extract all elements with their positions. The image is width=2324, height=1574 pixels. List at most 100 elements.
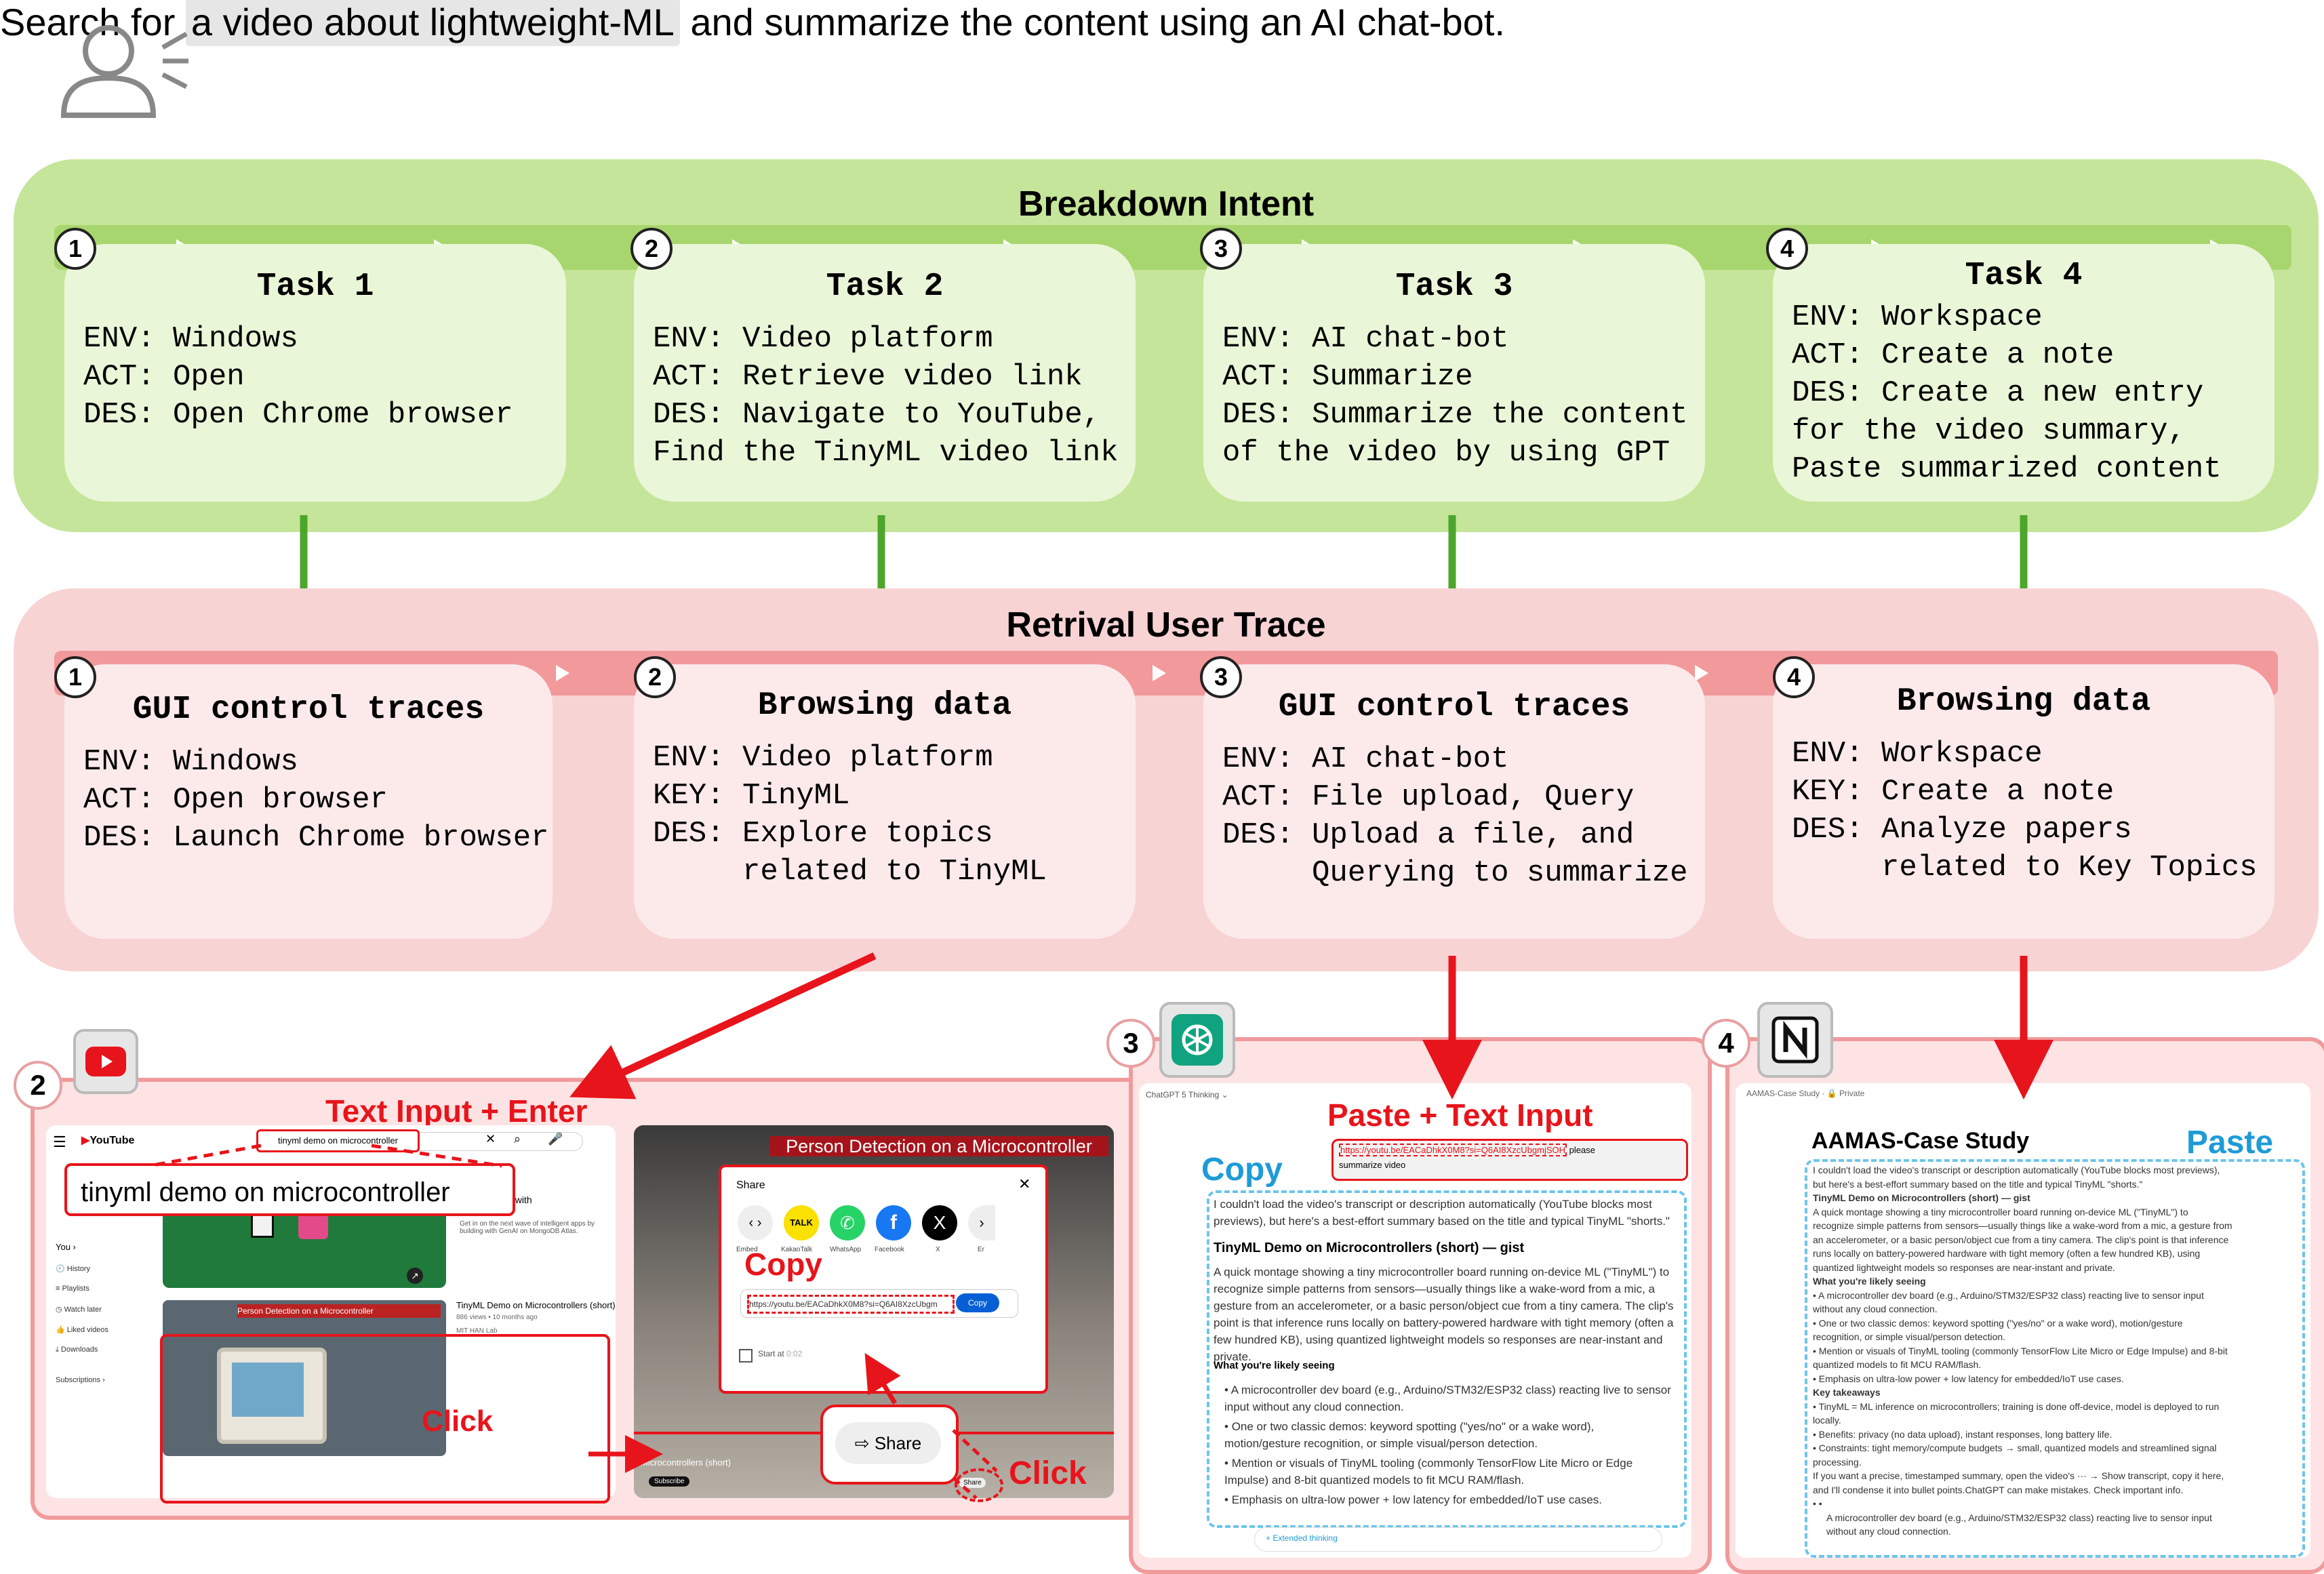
trace-title: GUI control traces: [1278, 689, 1630, 725]
notion-screen: AAMAS-Case Study · 🔒 Private AAMAS-Case …: [1736, 1083, 2310, 1558]
task-number-badge: 2: [630, 228, 673, 270]
sidebar-item-downloads[interactable]: ⤓ Downloads: [56, 1346, 98, 1354]
rail-chevron: [1153, 665, 1166, 681]
task-lines: ENV: AI chat-bot ACT: Summarize DES: Sum…: [1222, 322, 1688, 470]
trace-card: GUI control traces ENV: AI chat-bot ACT:…: [1203, 664, 1705, 939]
trace-title: Browsing data: [757, 687, 1012, 724]
clear-icon[interactable]: ✕: [485, 1132, 496, 1146]
query-text: https://youtu.be/EACaDhkX0M8?si=Q6AI8Xzc…: [1339, 1144, 1595, 1156]
notion-body[interactable]: I couldn't load the video's transcript o…: [1813, 1165, 2232, 1537]
task-number-badge: 1: [54, 228, 96, 270]
share-app-label: Embed: [736, 1246, 758, 1253]
response-subheading: What you're likely seeing: [1214, 1360, 1335, 1371]
click-label: Click: [422, 1405, 494, 1438]
share-click-connector: [952, 1476, 978, 1499]
mic-icon[interactable]: 🎤: [548, 1132, 563, 1146]
video-channel: MIT HAN Lab: [456, 1327, 498, 1335]
whatsapp-icon[interactable]: ✆: [830, 1205, 865, 1240]
trace-number-badge: 2: [634, 656, 676, 698]
response-bullet: • Emphasis on ultra-low power + low late…: [1224, 1493, 1603, 1506]
share-app-label: Er: [978, 1246, 984, 1253]
paste-text-input-label: Paste + Text Input: [1327, 1097, 1593, 1133]
video-title[interactable]: TinyML Demo on Microcontrollers (short): [456, 1300, 616, 1310]
red-arrow: [569, 952, 877, 1099]
trace-card: Browsing data ENV: Workspace KEY: Create…: [1773, 664, 2275, 939]
video-meta: 886 views • 10 months ago: [456, 1314, 538, 1321]
task-number-badge: 3: [1200, 228, 1242, 270]
player-caption: Microcontrollers (short): [641, 1457, 731, 1468]
task-lines: ENV: Video platform ACT: Retrieve video …: [653, 322, 1119, 470]
share-app-label: KakaoTalk: [781, 1246, 813, 1253]
share-header: Share: [736, 1179, 765, 1191]
menu-icon[interactable]: ☰: [53, 1133, 66, 1150]
video-thumbnail[interactable]: Person Detection on a Microcontroller: [163, 1300, 446, 1456]
sidebar-item-watch-later[interactable]: ◷ Watch later: [56, 1306, 102, 1314]
sidebar-item-history[interactable]: 🕘 History: [56, 1265, 90, 1273]
share-click-marker: [955, 1468, 1003, 1502]
open-link-icon[interactable]: ↗: [407, 1268, 423, 1284]
response-bullet: • Mention or visuals of TinyML tooling (…: [1224, 1457, 1633, 1487]
task-title: Task 1: [256, 268, 374, 305]
click-label: Click: [1009, 1455, 1087, 1491]
notion-logo-icon: [1771, 1016, 1819, 1064]
copy-label: Copy: [744, 1247, 822, 1282]
extended-thinking-toggle[interactable]: + Extended thinking: [1266, 1533, 1338, 1543]
panel-number-badge: 2: [14, 1061, 62, 1110]
video-result-highlight: [160, 1334, 610, 1504]
intent-highlight: a video about lightweight-ML: [185, 0, 680, 46]
youtube-wordmark: ▶YouTube: [81, 1135, 135, 1146]
sidebar-item-playlists[interactable]: ≡ Playlists: [56, 1285, 89, 1293]
task-card: Task 2 ENV: Video platform ACT: Retrieve…: [634, 244, 1136, 502]
panel-number-badge: 4: [1702, 1019, 1750, 1068]
x-icon[interactable]: X: [922, 1205, 957, 1240]
sidebar-item-you[interactable]: You ›: [56, 1242, 76, 1252]
share-app-label: WhatsApp: [830, 1246, 862, 1253]
notion-page-title[interactable]: AAMAS-Case Study: [1811, 1128, 2030, 1154]
more-share-icon[interactable]: ›: [968, 1205, 995, 1240]
close-icon[interactable]: ✕: [1018, 1175, 1031, 1192]
trace-number-badge: 4: [1773, 656, 1815, 698]
notion-app-tile: [1757, 1002, 1833, 1078]
user-query-bubble: https://youtu.be/EACaDhkX0M8?si=Q6AI8Xzc…: [1331, 1139, 1688, 1181]
response-paragraph: A quick montage showing a tiny microcont…: [1214, 1266, 1674, 1363]
search-icon[interactable]: ⌕: [514, 1132, 521, 1146]
share-button-zoom[interactable]: ⇨ Share: [835, 1422, 941, 1464]
trace-title: GUI control traces: [132, 691, 485, 728]
task-lines: ENV: Windows ACT: Open DES: Open Chrome …: [83, 322, 513, 432]
search-input-zoom: tinyml demo on microcontroller: [64, 1163, 515, 1216]
subscribe-button[interactable]: Subscribe: [649, 1476, 690, 1487]
task-number-badge: 4: [1766, 228, 1808, 270]
task-card: Task 3 ENV: AI chat-bot ACT: Summarize D…: [1203, 244, 1705, 502]
paste-region: [1805, 1159, 2305, 1558]
player-title: Person Detection on a Microcontroller: [769, 1136, 1108, 1156]
youtube-logo-icon: [85, 1047, 126, 1076]
trace-lines: ENV: Video platform KEY: TinyML DES: Exp…: [653, 741, 1047, 889]
chat-input-box[interactable]: + Extended thinking: [1254, 1527, 1662, 1552]
notion-breadcrumb[interactable]: AAMAS-Case Study · 🔒 Private: [1746, 1089, 1865, 1098]
share-url-text[interactable]: https://youtu.be/EACaDhkX0M8?si=Q6AI8Xzc…: [747, 1295, 955, 1314]
copy-button[interactable]: Copy: [956, 1293, 999, 1312]
sidebar-item-liked[interactable]: 👍 Liked videos: [56, 1326, 108, 1334]
task-card: Task 1 ENV: Windows ACT: Open DES: Open …: [64, 244, 566, 502]
model-selector[interactable]: ChatGPT 5 Thinking ⌄: [1146, 1090, 1228, 1099]
share-button-zoom-frame: ⇨ Share: [820, 1405, 959, 1485]
facebook-icon[interactable]: f: [876, 1205, 911, 1240]
share-to-dialog-arrow: [864, 1352, 901, 1405]
trace-card: GUI control traces ENV: Windows ACT: Ope…: [64, 664, 553, 939]
response-intro: I couldn't load the video's transcript o…: [1214, 1198, 1670, 1228]
task-title: Task 2: [826, 268, 944, 305]
response-heading: TinyML Demo on Microcontrollers (short) …: [1214, 1240, 1525, 1255]
task-title: Task 4: [1965, 258, 2083, 294]
sidebar-item-subscriptions[interactable]: Subscriptions ›: [56, 1376, 105, 1384]
trace-title: Browsing data: [1896, 683, 2151, 720]
query-text-line2: summarize video: [1339, 1160, 1406, 1170]
task-card: Task 4 ENV: Workspace ACT: Create a note…: [1773, 244, 2275, 502]
thumbnail-title: Person Detection on a Microcontroller: [237, 1304, 441, 1318]
kakaotalk-icon[interactable]: TALK: [784, 1205, 819, 1240]
start-at-checkbox[interactable]: [739, 1349, 753, 1363]
embed-icon[interactable]: ‹ ›: [738, 1205, 773, 1240]
search-zoom-connector: [148, 1144, 262, 1168]
response-bullet: • A microcontroller dev board (e.g., Ard…: [1224, 1384, 1671, 1413]
share-url-box[interactable]: [740, 1289, 1018, 1318]
